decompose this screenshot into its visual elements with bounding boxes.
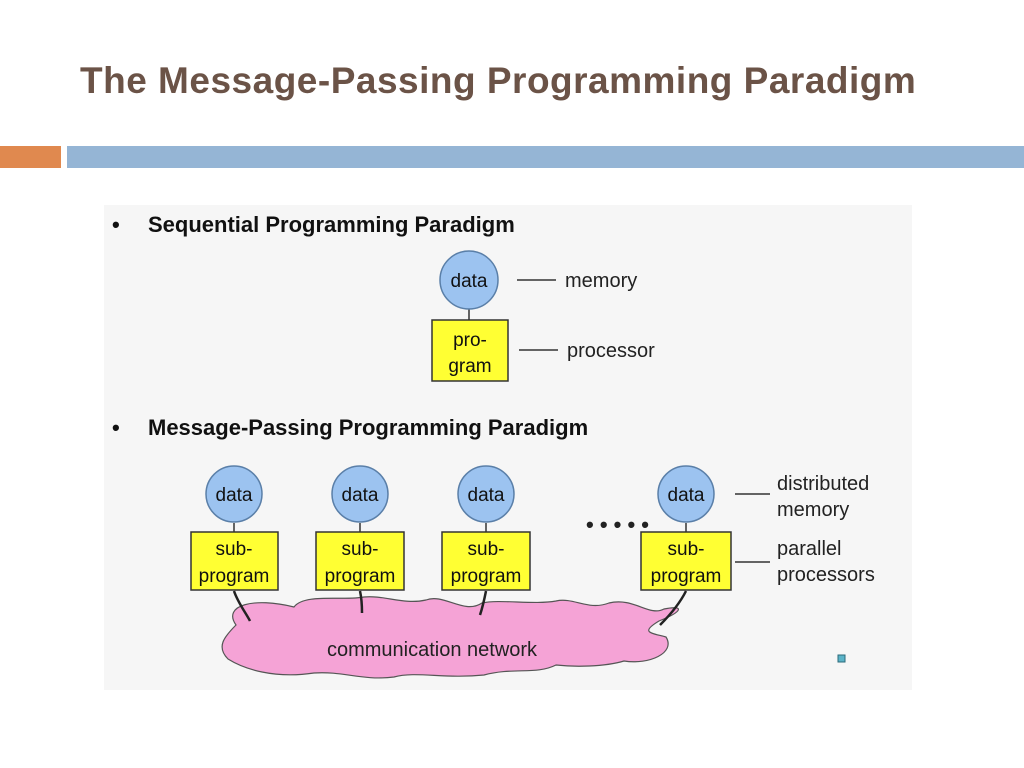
mp-link-4: [659, 590, 688, 626]
mp-subprogram-line2-2: program: [325, 566, 396, 587]
mp-link-1: [232, 590, 252, 622]
mp-subprogram-line2-4: program: [651, 566, 722, 587]
mp-subprogram-line1-1: sub-: [216, 539, 253, 560]
mp-data-node-3: [457, 465, 515, 523]
seq-program-line2: gram: [448, 356, 491, 377]
mp-subprogram-box-3: [441, 531, 531, 591]
paradigm-diagram: • Sequential Programming Paradigm data p…: [104, 205, 912, 690]
more-nodes-ellipsis: • • • • •: [586, 512, 649, 537]
mp-subprogram-line2-3: program: [451, 566, 522, 587]
slide-title: The Message-Passing Programming Paradigm: [80, 60, 917, 101]
mp-data-label-2: data: [342, 485, 379, 506]
mp-subprogram-line2-1: program: [199, 566, 270, 587]
network-label: communication network: [327, 639, 538, 661]
mp-subprogram-line1-3: sub-: [468, 539, 505, 560]
distributed-label-line2: memory: [777, 499, 849, 521]
sequential-heading: Sequential Programming Paradigm: [148, 212, 515, 237]
mp-link-3: [478, 590, 488, 616]
seq-data-label: data: [451, 271, 488, 292]
title-band-blue: [67, 146, 1024, 168]
mp-data-label-1: data: [216, 485, 253, 506]
mp-subprogram-box-1: [190, 531, 279, 591]
processor-label: processor: [567, 340, 655, 362]
corner-marker: [837, 654, 846, 663]
title-band-orange: [0, 146, 61, 168]
mp-subprogram-line1-2: sub-: [342, 539, 379, 560]
distributed-label-line1: distributed: [777, 473, 869, 495]
message-passing-heading: Message-Passing Programming Paradigm: [148, 415, 588, 440]
bullet-message-passing: •: [112, 415, 120, 440]
parallel-label-line1: parallel: [777, 538, 841, 560]
mp-subprogram-box-2: [315, 531, 405, 591]
memory-label: memory: [565, 270, 637, 292]
bullet-sequential: •: [112, 212, 120, 237]
mp-data-label-4: data: [668, 485, 705, 506]
communication-network: communication network: [221, 596, 679, 679]
mp-data-node-2: [331, 465, 389, 523]
mp-subprogram-box-4: [640, 531, 732, 591]
mp-data-node-4: [657, 465, 715, 523]
seq-program-box: pro- gram: [431, 319, 509, 382]
parallel-label-line2: processors: [777, 564, 875, 586]
seq-data-node: data: [439, 250, 499, 310]
mp-subprogram-line1-4: sub-: [668, 539, 705, 560]
mp-data-label-3: data: [468, 485, 505, 506]
mp-data-node-1: [205, 465, 263, 523]
seq-program-line1: pro-: [453, 330, 487, 351]
mp-link-2: [358, 590, 364, 614]
